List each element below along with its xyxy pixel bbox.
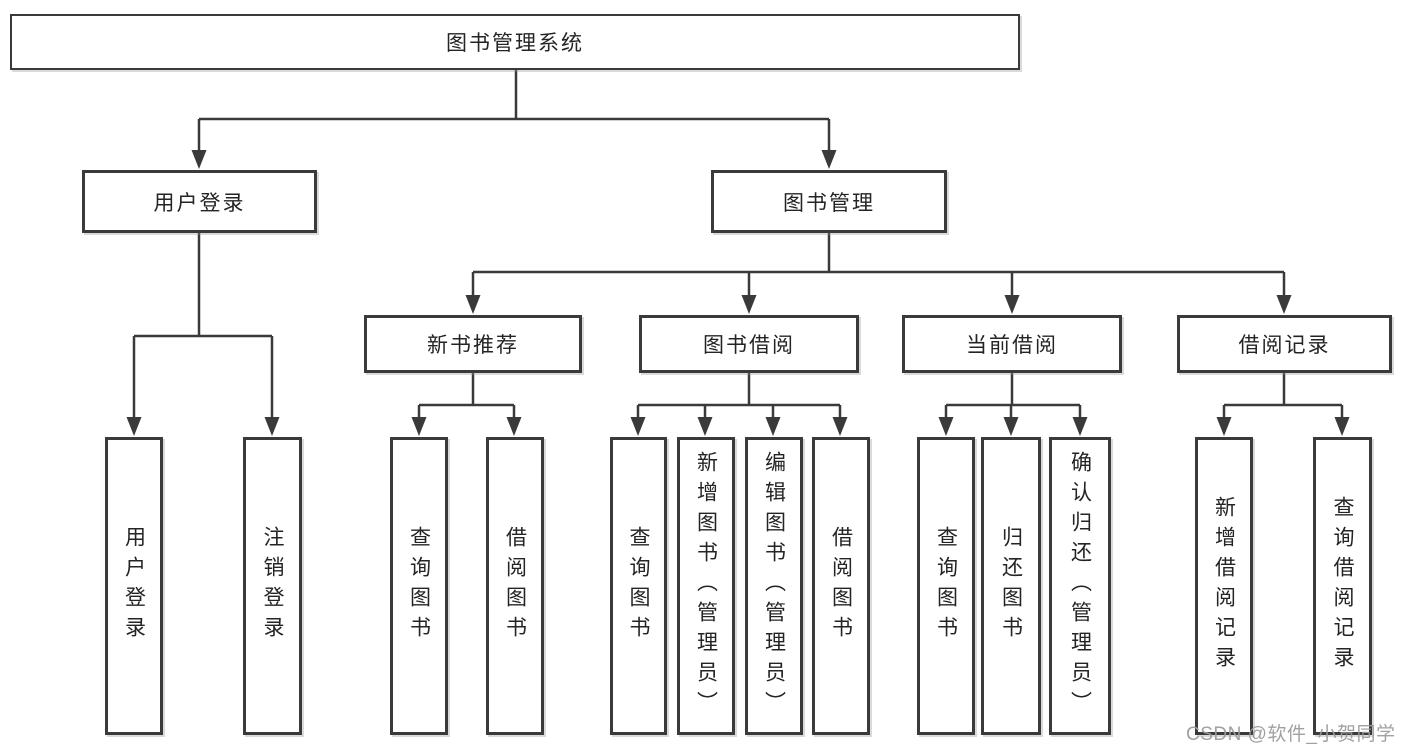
leaf-label: 查询图书 <box>934 526 958 646</box>
node-label: 借阅记录 <box>1238 334 1331 357</box>
leaf-query-borrow-record: 查询借阅记录 <box>1313 437 1372 735</box>
leaf-label: 查询图书 <box>627 526 650 646</box>
leaf-borrow-books-recommend: 借阅图书 <box>486 437 544 735</box>
node-book-management: 图书管理 <box>711 170 947 233</box>
leaf-edit-book-admin: 编辑图书（管理员） <box>745 437 803 735</box>
leaf-label: 借阅图书 <box>503 526 527 646</box>
csdn-watermark: CSDN @软件_小贺同学 <box>1186 724 1396 745</box>
leaf-add-book-admin: 新增图书（管理员） <box>677 437 735 735</box>
leaf-label: 查询借阅记录 <box>1331 496 1354 676</box>
node-book-borrowing: 图书借阅 <box>639 315 859 373</box>
leaf-label: 归还图书 <box>999 526 1023 646</box>
node-library-management-system: 图书管理系统 <box>10 14 1020 70</box>
leaf-confirm-return-admin: 确认归还（管理员） <box>1049 437 1111 735</box>
leaf-label: 确认归还（管理员） <box>1068 451 1092 721</box>
leaf-logout: 注销登录 <box>243 437 302 735</box>
node-label: 新书推荐 <box>427 334 519 357</box>
leaf-label: 注销登录 <box>261 526 284 646</box>
node-current-borrowing: 当前借阅 <box>902 315 1122 373</box>
node-label: 图书管理 <box>783 191 875 215</box>
node-label: 用户登录 <box>153 191 246 215</box>
leaf-return-book: 归还图书 <box>981 437 1041 735</box>
leaf-label: 用户登录 <box>122 526 146 646</box>
leaf-user-login: 用户登录 <box>105 437 163 735</box>
node-user-login: 用户登录 <box>82 170 317 233</box>
arrowheads <box>126 150 1350 436</box>
leaf-add-borrow-record: 新增借阅记录 <box>1195 437 1253 735</box>
leaf-query-books-recommend: 查询图书 <box>390 437 448 735</box>
leaf-label: 查询图书 <box>407 526 431 646</box>
leaf-query-books-borrow: 查询图书 <box>610 437 667 735</box>
leaf-borrow-books: 借阅图书 <box>812 437 870 735</box>
node-borrowing-records: 借阅记录 <box>1177 315 1392 373</box>
leaf-label: 新增图书（管理员） <box>694 451 718 721</box>
node-label: 当前借阅 <box>966 334 1058 357</box>
leaf-label: 借阅图书 <box>829 526 853 646</box>
node-label: 图书管理系统 <box>446 32 584 55</box>
leaf-label: 编辑图书（管理员） <box>762 451 786 721</box>
leaf-label: 新增借阅记录 <box>1212 496 1236 676</box>
leaf-query-books-current: 查询图书 <box>917 437 975 735</box>
node-new-book-recommendation: 新书推荐 <box>364 315 582 373</box>
node-label: 图书借阅 <box>703 334 795 357</box>
